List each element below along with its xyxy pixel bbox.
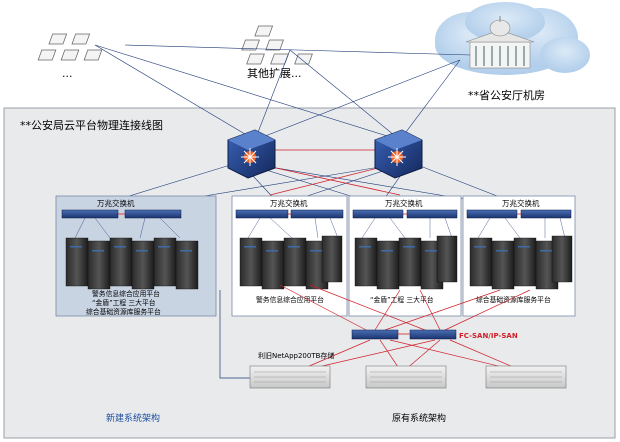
- left-dots-label: ...: [62, 67, 73, 80]
- storage-slots: [254, 371, 562, 383]
- new-platform-line-1: 警务信息综合应用平台: [92, 289, 160, 298]
- old-switch-label-2: 万兆交换机: [385, 198, 423, 208]
- server-rack-old-3-icon: [469, 235, 573, 290]
- san-links: [279, 284, 531, 371]
- province-hall-label: **省公安厅机房: [468, 88, 545, 102]
- core-switch-left-icon: [227, 129, 276, 179]
- government-building-icon: [465, 16, 535, 69]
- new-system-storage-link: [219, 290, 250, 379]
- other-expansion-label: 其他扩展...: [247, 66, 302, 80]
- new-platform-line-2: “金盾”工程 三大平台: [92, 298, 156, 307]
- storage-label: 利旧NetApp200TB存储: [258, 351, 334, 360]
- san-label: FC-SAN/IP-SAN: [459, 332, 518, 340]
- old-platform-text-3: 综合基础资源库服务平台: [476, 295, 551, 304]
- old-platform-text-1: 警务信息综合应用平台: [256, 295, 324, 304]
- server-rack-old-2-icon: [354, 235, 458, 290]
- san-switches: [351, 329, 457, 340]
- client-cluster-left-icon: [37, 33, 103, 61]
- client-cluster-middle-icon: [241, 25, 313, 65]
- access-switches: [61, 209, 572, 219]
- old-platform-text-2: “金盾”工程 三大平台: [370, 295, 434, 304]
- upper-links: [94, 44, 471, 141]
- server-rack-new-icon: [65, 237, 199, 290]
- server-highlights: [70, 246, 552, 252]
- old-switch-label-1: 万兆交换机: [270, 198, 308, 208]
- server-rack-old-1-icon: [239, 235, 343, 290]
- core-red-links: [261, 149, 401, 196]
- diagram-title: **公安局云平台物理连接线图: [20, 118, 163, 132]
- new-platform-line-3: 综合基础资源库服务平台: [86, 307, 161, 316]
- core-switch-right-icon: [374, 129, 423, 179]
- old-switch-label-3: 万兆交换机: [502, 198, 540, 208]
- new-system-footer: 新建系统架构: [106, 412, 160, 424]
- server-uplinks: [74, 217, 566, 239]
- new-switch-label: 万兆交换机: [97, 198, 135, 208]
- old-system-footer: 原有系统架构: [392, 412, 446, 424]
